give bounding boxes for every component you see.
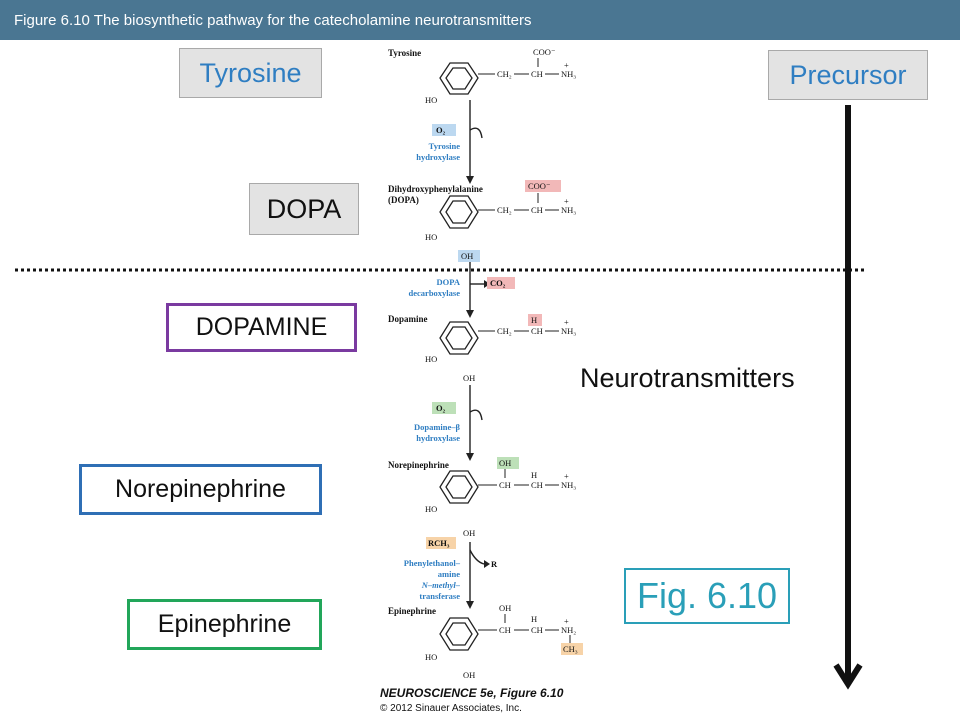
svg-text:CH: CH bbox=[531, 480, 543, 490]
svg-text:NH₃: NH₃ bbox=[561, 69, 576, 79]
svg-text:+: + bbox=[564, 471, 569, 481]
cofactors: O₂ CO₂ O₂ RCH₃ R bbox=[428, 125, 506, 569]
cofactor-rch3: RCH₃ bbox=[428, 538, 450, 548]
svg-text:+: + bbox=[564, 196, 569, 206]
functional-groups: HO CH₂ CH COO⁻ NH₃ + HO OH CH₂ CH COO⁻ N… bbox=[425, 47, 578, 680]
highlight-boxes bbox=[426, 124, 583, 655]
compound-names: Tyrosine Dihydroxyphenylalanine (DOPA) D… bbox=[388, 48, 483, 616]
enzyme-pnmt-4: transferase bbox=[419, 591, 460, 601]
svg-text:CH₂: CH₂ bbox=[497, 326, 512, 336]
dopa-label: DOPA bbox=[249, 183, 359, 235]
svg-text:HO: HO bbox=[425, 504, 437, 514]
svg-text:OH: OH bbox=[463, 373, 475, 383]
cofactor-co2: CO₂ bbox=[490, 278, 506, 288]
svg-text:OH: OH bbox=[463, 670, 475, 680]
svg-text:+: + bbox=[564, 616, 569, 626]
neurotransmitters-label: Neurotransmitters bbox=[580, 363, 795, 393]
svg-text:OH: OH bbox=[463, 528, 475, 538]
svg-text:H: H bbox=[531, 315, 537, 325]
svg-text:CH: CH bbox=[531, 205, 543, 215]
svg-text:OH: OH bbox=[499, 603, 511, 613]
svg-text:HO: HO bbox=[425, 652, 437, 662]
credit-line1: NEUROSCIENCE 5e, Figure 6.10 bbox=[380, 686, 564, 700]
precursor-label: Precursor bbox=[768, 50, 928, 100]
enzyme-names: Tyrosine hydroxylase DOPA decarboxylase … bbox=[404, 141, 461, 601]
svg-text:HO: HO bbox=[425, 354, 437, 364]
header-bar: Figure 6.10 The biosynthetic pathway for… bbox=[0, 0, 960, 40]
svg-text:HO: HO bbox=[425, 232, 437, 242]
compound-dopamine: Dopamine bbox=[388, 314, 428, 324]
tyrosine-label: Tyrosine bbox=[179, 48, 322, 98]
dopa-label-text: DOPA bbox=[266, 193, 342, 224]
svg-text:CH: CH bbox=[499, 625, 511, 635]
svg-text:NH₃: NH₃ bbox=[561, 480, 576, 490]
svg-text:CH: CH bbox=[531, 69, 543, 79]
enzyme-tyrosine-hydroxylase-1: Tyrosine bbox=[429, 141, 461, 151]
compound-dopa-line2: (DOPA) bbox=[388, 195, 419, 205]
svg-text:HO: HO bbox=[425, 95, 437, 105]
compound-norepinephrine: Norepinephrine bbox=[388, 460, 449, 470]
credit-line2: © 2012 Sinauer Associates, Inc. bbox=[380, 703, 522, 714]
enzyme-pnmt-1: Phenylethanol– bbox=[404, 558, 461, 568]
cofactor-r: R bbox=[491, 559, 498, 569]
dopamine-label-text: DOPAMINE bbox=[195, 313, 328, 341]
svg-text:NH₃: NH₃ bbox=[561, 205, 576, 215]
enzyme-dbh-1: Dopamine–β bbox=[414, 422, 461, 432]
enzyme-dopa-decarboxylase-1: DOPA bbox=[437, 277, 461, 287]
tyrosine-label-text: Tyrosine bbox=[199, 57, 302, 88]
norepinephrine-label: Norepinephrine bbox=[79, 464, 322, 515]
svg-text:OH: OH bbox=[461, 251, 473, 261]
enzyme-tyrosine-hydroxylase-2: hydroxylase bbox=[416, 152, 460, 162]
svg-text:CH: CH bbox=[531, 625, 543, 635]
svg-text:COO⁻: COO⁻ bbox=[533, 47, 556, 57]
svg-text:+: + bbox=[564, 317, 569, 327]
figure-credit: NEUROSCIENCE 5e, Figure 6.10 © 2012 Sina… bbox=[380, 686, 564, 714]
epinephrine-label: Epinephrine bbox=[127, 599, 322, 650]
dopamine-label: DOPAMINE bbox=[166, 303, 357, 352]
benzene-rings bbox=[439, 62, 479, 651]
precursor-to-neurotransmitter-arrow bbox=[833, 105, 863, 690]
enzyme-pnmt-3: N–methyl– bbox=[421, 580, 461, 590]
side-chain-bonds bbox=[478, 58, 571, 643]
header-title: Figure 6.10 The biosynthetic pathway for… bbox=[14, 12, 532, 29]
precursor-label-text: Precursor bbox=[789, 59, 907, 90]
svg-text:CH₂: CH₂ bbox=[497, 205, 512, 215]
svg-text:OH: OH bbox=[499, 458, 511, 468]
svg-text:CH: CH bbox=[499, 480, 511, 490]
svg-text:COO⁻: COO⁻ bbox=[528, 181, 551, 191]
fig-label-text: Fig. 6.10 bbox=[636, 575, 778, 616]
epinephrine-label-text: Epinephrine bbox=[157, 610, 292, 638]
enzyme-dopa-decarboxylase-2: decarboxylase bbox=[409, 288, 461, 298]
compound-epinephrine: Epinephrine bbox=[388, 606, 436, 616]
svg-text:NH₃: NH₃ bbox=[561, 326, 576, 336]
svg-text:H: H bbox=[531, 470, 537, 480]
enzyme-pnmt-2: amine bbox=[438, 569, 460, 579]
svg-text:CH: CH bbox=[531, 326, 543, 336]
cofactor-o2-b: O₂ bbox=[436, 403, 446, 413]
enzyme-dbh-2: hydroxylase bbox=[416, 433, 460, 443]
svg-text:+: + bbox=[564, 60, 569, 70]
svg-text:CH₃: CH₃ bbox=[563, 644, 578, 654]
reaction-arrows bbox=[469, 100, 485, 603]
compound-tyrosine: Tyrosine bbox=[388, 48, 421, 58]
fig-label: Fig. 6.10 bbox=[624, 568, 790, 624]
svg-text:NH₂: NH₂ bbox=[561, 625, 576, 635]
svg-text:CH₂: CH₂ bbox=[497, 69, 512, 79]
cofactor-o2-a: O₂ bbox=[436, 125, 446, 135]
norepinephrine-label-text: Norepinephrine bbox=[115, 475, 286, 503]
compound-dopa-line1: Dihydroxyphenylalanine bbox=[388, 184, 483, 194]
svg-text:H: H bbox=[531, 614, 537, 624]
